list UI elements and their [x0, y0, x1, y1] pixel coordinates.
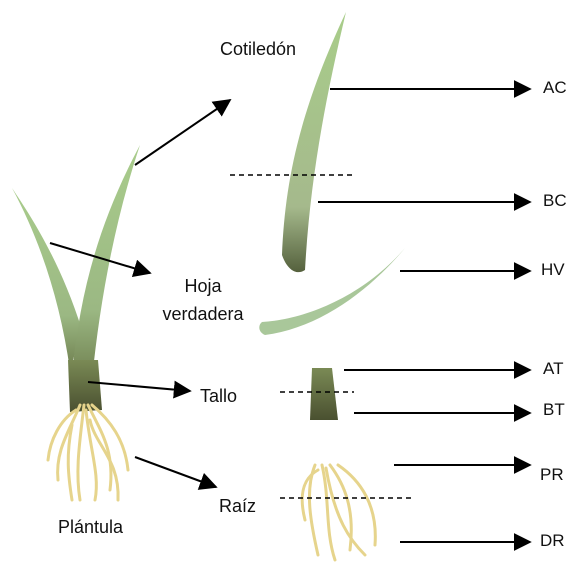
label-raiz: Raíz: [219, 497, 256, 517]
code-bt: BT: [543, 401, 565, 420]
cut-lines: [230, 175, 412, 498]
label-plantula: Plántula: [58, 518, 123, 538]
seedling-roots: [48, 405, 128, 500]
seedling-leaf-right: [72, 145, 140, 380]
code-hv: HV: [541, 261, 565, 280]
true-leaf-piece: [259, 248, 405, 335]
label-hoja-verdadera: Hoja verdadera: [158, 277, 248, 325]
code-at: AT: [543, 360, 563, 379]
stem-piece: [310, 368, 338, 420]
label-hoja-line2: verdadera: [158, 305, 248, 325]
code-dr: DR: [540, 532, 565, 551]
arrow-to-tallo: [88, 382, 190, 391]
label-tallo: Tallo: [200, 387, 237, 407]
label-hoja-line1: Hoja: [158, 277, 248, 297]
code-bc: BC: [543, 192, 567, 211]
label-cotiledon: Cotiledón: [220, 40, 296, 60]
code-ac: AC: [543, 79, 567, 98]
arrow-to-raiz: [135, 457, 216, 487]
seedling-leaf-left: [12, 188, 82, 370]
code-pr: PR: [540, 466, 564, 485]
arrow-to-cotiledon: [135, 100, 230, 165]
root-piece: [302, 465, 375, 560]
whole-seedling: [12, 145, 140, 500]
